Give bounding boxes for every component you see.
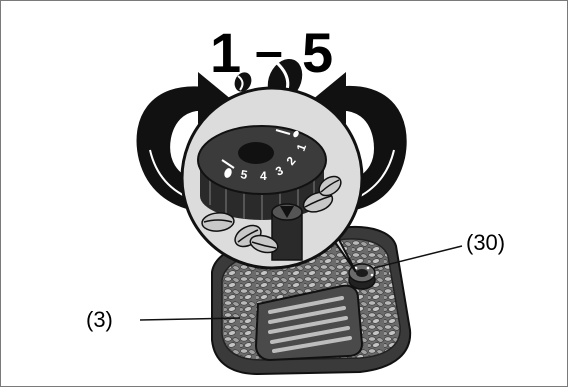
magnified-dial-view: 1 2 3 4 5 [182,88,362,268]
dial-mark-4: 4 [260,169,267,183]
range-min: 1 [210,21,241,84]
callout-label-bean-container: (3) [86,307,113,332]
range-max: 5 [302,21,333,84]
callout-label-grinder-knob: (30) [466,230,505,255]
